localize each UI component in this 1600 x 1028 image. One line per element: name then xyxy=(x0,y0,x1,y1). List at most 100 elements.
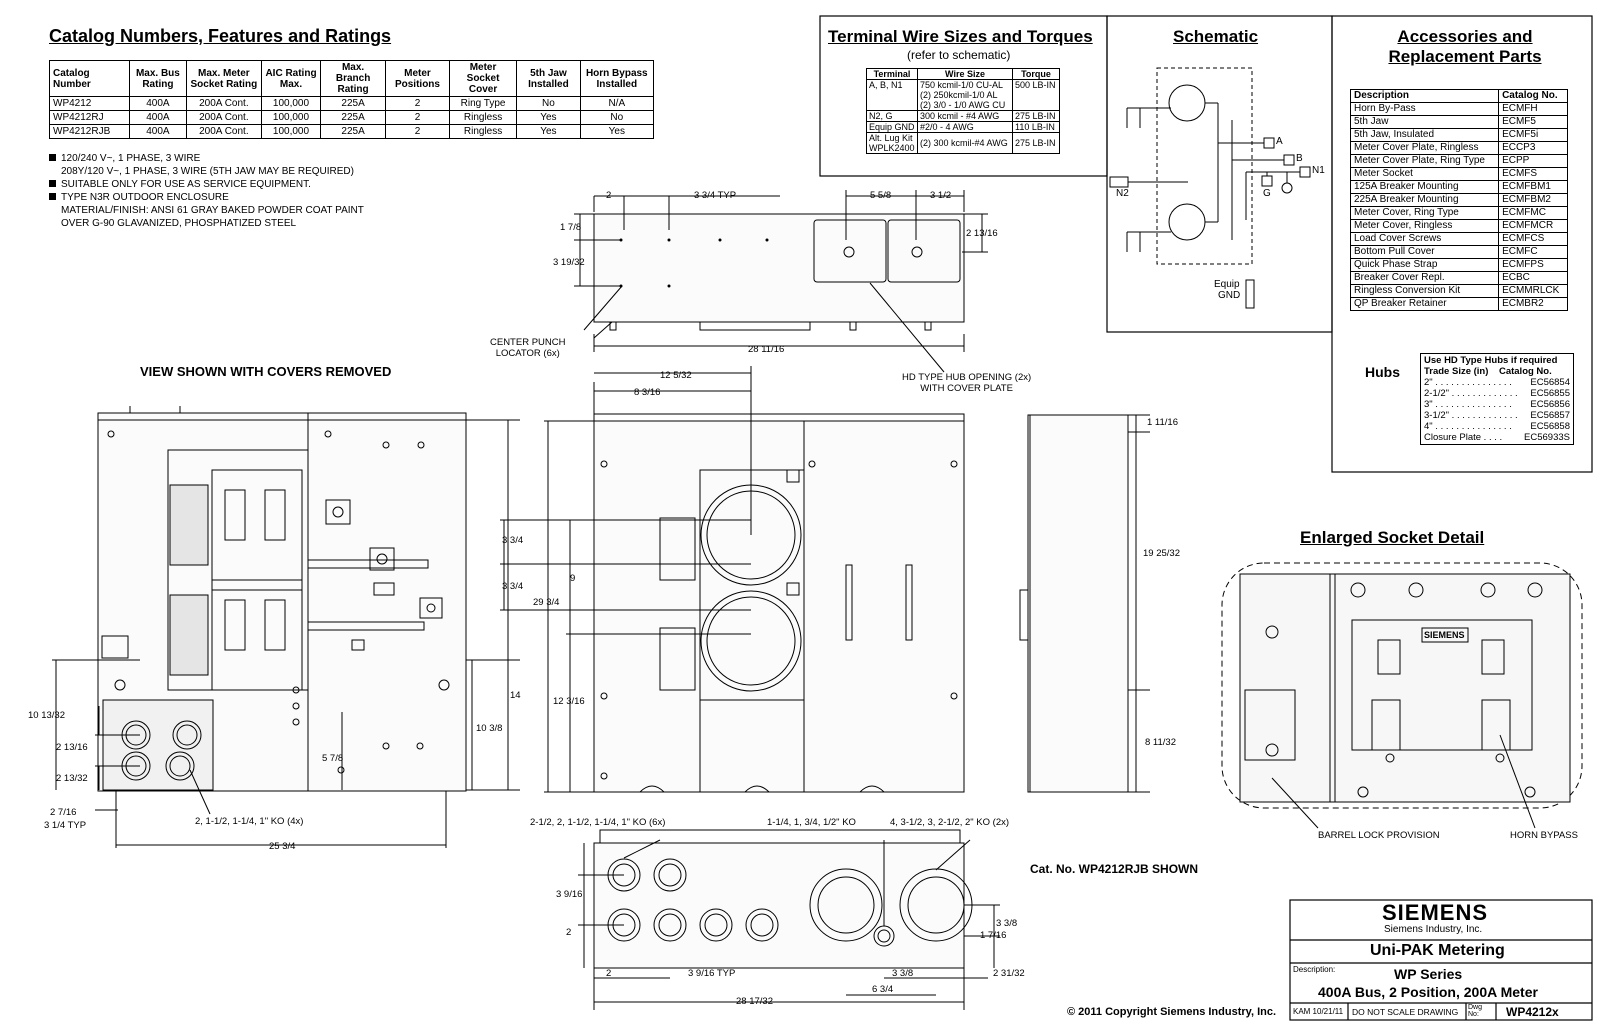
table-cell: ECCP3 xyxy=(1498,141,1568,155)
label-n1: N1 xyxy=(1312,165,1325,176)
table-cell: WP4212 xyxy=(49,96,130,111)
terminal-subtitle: (refer to schematic) xyxy=(907,48,1011,62)
catalog-header: Max. Branch Rating xyxy=(320,60,387,97)
table-cell: Meter Cover, Ringless xyxy=(1349,219,1500,233)
note-item: 208Y/120 V~, 1 PHASE, 3 WIRE (5TH JAW MA… xyxy=(49,165,364,178)
table-cell: WP4212RJ xyxy=(49,110,130,125)
ko-left-label: 2, 1-1/2, 1-1/4, 1" KO (4x) xyxy=(195,816,304,827)
table-cell: (2) 300 kcmil-#4 AWG xyxy=(917,132,1013,154)
hubs-label: Hubs xyxy=(1365,364,1400,380)
hubs-header: Trade Size (in) Catalog No. xyxy=(1424,366,1552,377)
ko-bottom2-label: 1-1/4, 1, 3/4, 1/2" KO xyxy=(767,817,856,828)
dim-label: 12 5/32 xyxy=(660,370,692,381)
accessories-header: Catalog No. xyxy=(1498,89,1568,103)
table-cell: ECMBR2 xyxy=(1498,297,1568,311)
dim-label: 29 3/4 xyxy=(533,597,560,608)
note-text: 208Y/120 V~, 1 PHASE, 3 WIRE (5TH JAW MA… xyxy=(61,166,354,177)
dim-label: 2 31/32 xyxy=(993,968,1025,979)
hubs-size: 4" . . . . . . . . . . . . . . . xyxy=(1424,421,1512,432)
table-cell: 100,000 xyxy=(260,110,322,125)
table-cell: N2, G xyxy=(866,110,918,122)
ko-bottom3-label: 4, 3-1/2, 3, 2-1/2, 2" KO (2x) xyxy=(890,817,1010,828)
table-cell: 2 xyxy=(385,124,450,139)
label-n2: N2 xyxy=(1116,188,1129,199)
dim-label: 2 13/16 xyxy=(56,742,88,753)
description-text: 400A Bus, 2 Position, 200A Meter xyxy=(1318,984,1538,1000)
with-cover-text: WITH COVER PLATE xyxy=(920,383,1013,394)
center-punch-text: CENTER PUNCH xyxy=(490,337,566,348)
hubs-row: 2" . . . . . . . . . . . . . . .EC56854 xyxy=(1424,377,1570,388)
table-cell: 2 xyxy=(385,110,450,125)
note-item: SUITABLE ONLY FOR USE AS SERVICE EQUIPME… xyxy=(49,178,364,191)
dim-label: 2 13/32 xyxy=(56,773,88,784)
dim-label: 3 9/16 xyxy=(556,889,583,900)
note-item: 120/240 V~, 1 PHASE, 3 WIRE xyxy=(49,152,364,165)
accessories-panel-border xyxy=(1331,15,1593,473)
dim-label: 2 xyxy=(566,927,572,938)
table-cell: 750 kcmil-1/0 CU-AL (2) 250kcmil-1/0 AL … xyxy=(917,79,1013,111)
dim-label: 3 3/8 xyxy=(996,918,1018,929)
bullet-icon xyxy=(49,193,56,200)
table-cell: Yes xyxy=(579,124,655,139)
barrel-lock-label: BARREL LOCK PROVISION xyxy=(1318,830,1440,841)
catalog-header: Meter Positions xyxy=(385,60,450,97)
table-cell: 100,000 xyxy=(260,96,322,111)
label-b: B xyxy=(1296,153,1303,164)
table-cell: ECMFPS xyxy=(1498,258,1568,272)
table-cell: 275 LB-IN xyxy=(1012,110,1060,122)
table-cell: 5th Jaw, Insulated xyxy=(1349,128,1500,142)
table-cell: 500 LB-IN xyxy=(1012,79,1060,111)
table-cell: 200A Cont. xyxy=(185,124,262,139)
dim-label: 3 1/2 xyxy=(930,190,952,201)
hubs-row: 3" . . . . . . . . . . . . . . .EC56856 xyxy=(1424,399,1570,410)
socket-detail xyxy=(1221,562,1583,829)
table-cell: A, B, N1 xyxy=(866,79,918,111)
catalog-header: Horn Bypass Installed xyxy=(579,60,655,97)
dim-label: 3 3/4 xyxy=(502,535,524,546)
table-cell: 2 xyxy=(385,96,450,111)
dim-label: 14 xyxy=(510,690,521,701)
catalog-notes: 120/240 V~, 1 PHASE, 3 WIRE 208Y/120 V~,… xyxy=(49,152,364,230)
dim-label: 3 9/16 TYP xyxy=(688,968,736,979)
scale-note: DO NOT SCALE DRAWING xyxy=(1352,1007,1459,1017)
catalog-header: Max. Meter Socket Rating xyxy=(185,60,262,97)
dim-label: 8 3/16 xyxy=(634,387,661,398)
table-cell: 125A Breaker Mounting xyxy=(1349,180,1500,194)
dim-label: 1 11/16 xyxy=(1147,417,1178,428)
hubs-row: 3-1/2" . . . . . . . . . . . . .EC56857 xyxy=(1424,410,1570,421)
center-punch-label: CENTER PUNCH LOCATOR (6x) xyxy=(490,337,565,359)
side-view xyxy=(1019,414,1150,793)
terminal-title: Terminal Wire Sizes and Torques xyxy=(828,27,1093,46)
schematic-title: Schematic xyxy=(1173,27,1259,46)
table-cell: ECMMRLCK xyxy=(1498,284,1568,298)
shown-caption: Cat. No. WP4212RJB SHOWN xyxy=(1030,862,1199,876)
hubs-size: 3-1/2" . . . . . . . . . . . . . xyxy=(1424,410,1518,421)
table-cell: Equip GND xyxy=(866,121,918,133)
hubs-catalog: EC56856 xyxy=(1530,399,1570,410)
hub-opening-label: HD TYPE HUB OPENING (2x) WITH COVER PLAT… xyxy=(902,372,1031,394)
socket-siemens-badge: SIEMENS xyxy=(1424,630,1465,640)
note-item: OVER G-90 GLAVANIZED, PHOSPHATIZED STEEL xyxy=(49,217,364,230)
front-view xyxy=(500,366,965,793)
schematic-drawing xyxy=(1109,67,1311,309)
table-cell: 200A Cont. xyxy=(185,96,262,111)
table-cell: 225A xyxy=(320,96,387,111)
dim-label: 2 7/16 xyxy=(50,807,77,818)
table-cell: ECMFH xyxy=(1498,102,1568,116)
note-text: OVER G-90 GLAVANIZED, PHOSPHATIZED STEEL xyxy=(61,218,297,229)
table-cell: Alt. Lug Kit WPLK2400 xyxy=(866,132,918,154)
hubs-catalog: EC56854 xyxy=(1530,377,1570,388)
hubs-catalog: EC56855 xyxy=(1530,388,1570,399)
dim-label: 12 3/16 xyxy=(553,696,585,707)
table-cell: N/A xyxy=(579,96,655,111)
dim-label: 1 7/16 xyxy=(980,930,1007,941)
dim-label: 3 19/32 xyxy=(553,257,585,268)
table-cell: 225A Breaker Mounting xyxy=(1349,193,1500,207)
